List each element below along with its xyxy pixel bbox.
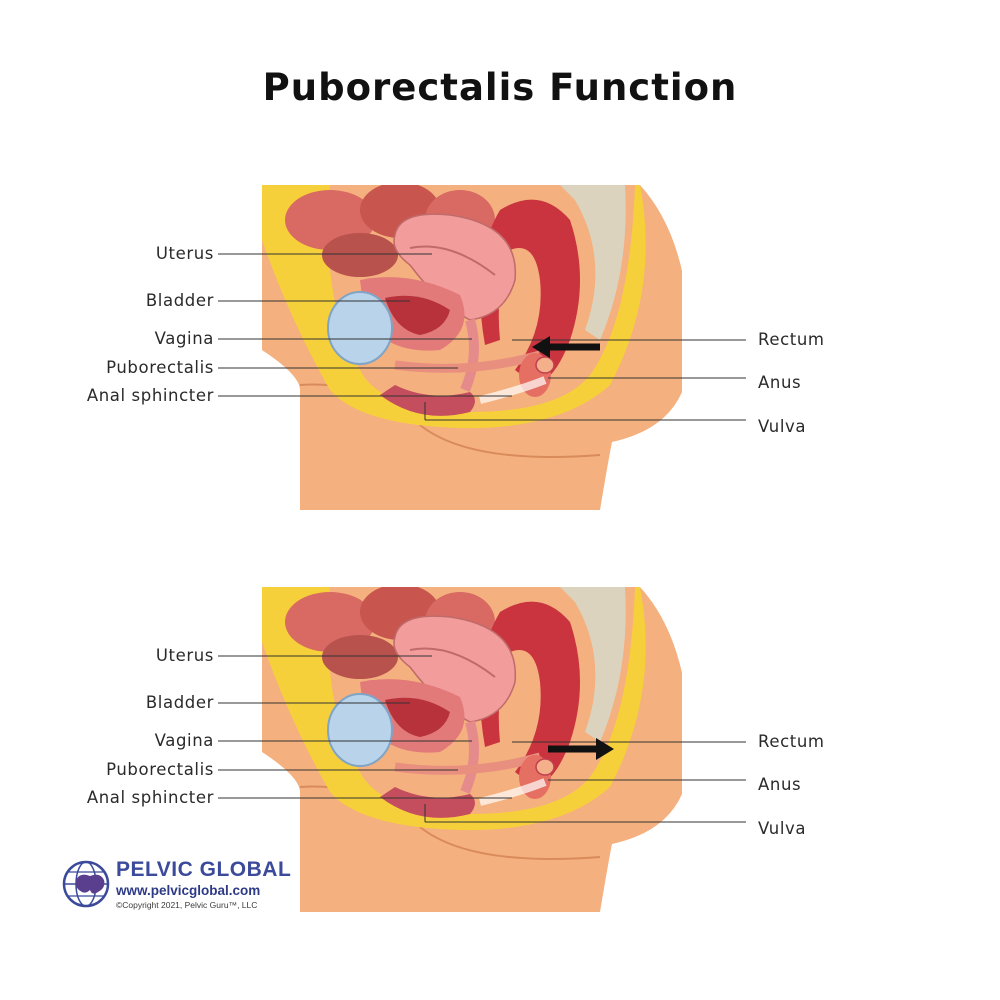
bladder: [327, 693, 393, 767]
vagina: [460, 318, 479, 392]
direction-arrow-head: [532, 336, 550, 358]
fat-layer: [262, 185, 646, 429]
label-puborectalis: Puborectalis: [106, 358, 214, 377]
label-anus: Anus: [758, 373, 802, 392]
bladder: [327, 291, 393, 365]
label-vagina: Vagina: [154, 329, 214, 348]
logo-url: www.pelvicglobal.com: [116, 883, 261, 898]
logo-name: PELVIC GLOBAL: [116, 858, 292, 881]
anatomy-illustration: [218, 587, 746, 912]
logo-copyright: ©Copyright 2021, Pelvic Guru™, LLC: [116, 900, 258, 910]
puborectalis-band: [394, 350, 542, 373]
label-uterus: Uterus: [155, 244, 214, 263]
label-bladder: Bladder: [145, 693, 214, 712]
sacrum-bone: [560, 185, 626, 340]
label-anal-sphincter: Anal sphincter: [86, 386, 214, 405]
globe-pelvis-icon: [62, 860, 110, 908]
uterus: [393, 615, 517, 723]
label-anal-sphincter: Anal sphincter: [86, 788, 214, 807]
vulva: [380, 385, 475, 416]
direction-arrow-head: [596, 738, 614, 760]
label-vulva: Vulva: [758, 417, 807, 436]
pelvic-global-logo: PELVIC GLOBAL www.pelvicglobal.com ©Copy…: [60, 856, 310, 916]
fat-layer: [262, 587, 646, 831]
label-vulva: Vulva: [758, 819, 807, 838]
label-anus: Anus: [758, 775, 802, 794]
label-bladder: Bladder: [145, 291, 214, 310]
label-rectum: Rectum: [758, 732, 825, 751]
puborectalis-band: [394, 752, 542, 775]
vulva: [380, 787, 475, 818]
label-uterus: Uterus: [155, 646, 214, 665]
vagina: [460, 720, 479, 794]
page-title: Puborectalis Function: [262, 66, 738, 109]
label-puborectalis: Puborectalis: [106, 760, 214, 779]
uterus: [393, 213, 517, 321]
label-vagina: Vagina: [154, 731, 214, 750]
sacrum-bone: [560, 587, 626, 742]
anatomy-illustration: [218, 185, 746, 510]
label-rectum: Rectum: [758, 330, 825, 349]
